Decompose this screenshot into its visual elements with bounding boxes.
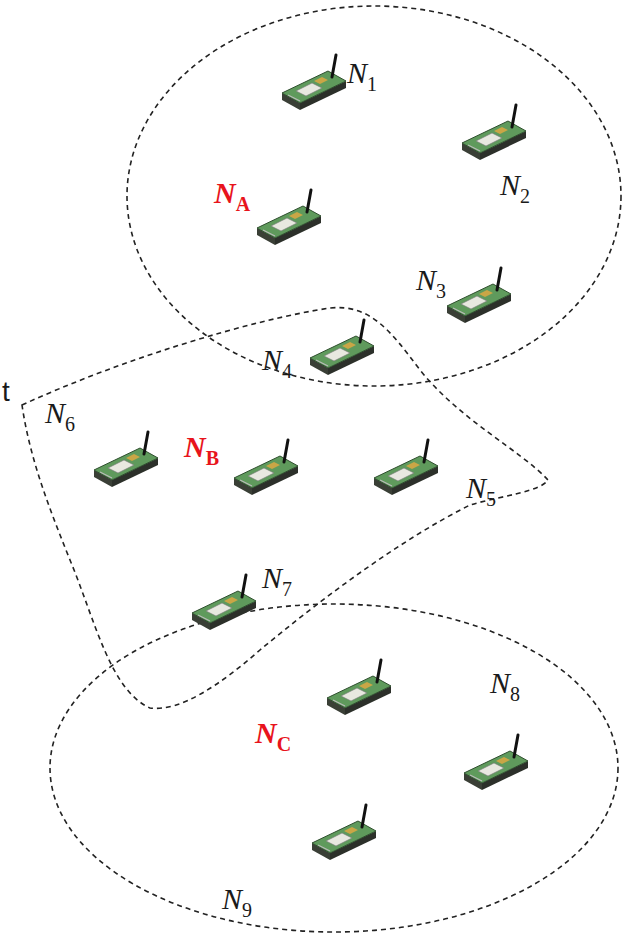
- node-label: N1: [347, 58, 377, 88]
- node-label: N9: [222, 884, 252, 914]
- fragment-text: t: [2, 378, 10, 406]
- node-label: N2: [500, 170, 530, 200]
- sensor-mote: [327, 660, 391, 715]
- node-label: NA: [214, 178, 250, 208]
- sensor-mote: [257, 190, 321, 245]
- cluster-region: [22, 308, 548, 709]
- sensor-mote: [310, 320, 374, 375]
- sensor-mote: [312, 805, 376, 860]
- sensor-mote: [464, 735, 528, 790]
- cluster-region: [127, 6, 621, 386]
- sensor-mote: [282, 55, 346, 110]
- sensor-mote: [462, 105, 526, 160]
- node-label: N6: [45, 398, 75, 428]
- sensor-mote: [234, 440, 298, 495]
- sensor-mote: [374, 440, 438, 495]
- sensor-mote: [447, 268, 511, 323]
- cluster-region: [50, 604, 618, 932]
- node-label: N4: [262, 345, 292, 375]
- sensor-mote: [192, 575, 256, 630]
- node-label: N8: [490, 668, 520, 698]
- node-label: N5: [466, 473, 496, 503]
- node-label: NB: [184, 432, 219, 462]
- sensor-mote: [94, 432, 158, 487]
- node-label: NC: [255, 718, 291, 748]
- node-label: N7: [262, 563, 292, 593]
- node-label: N3: [416, 265, 446, 295]
